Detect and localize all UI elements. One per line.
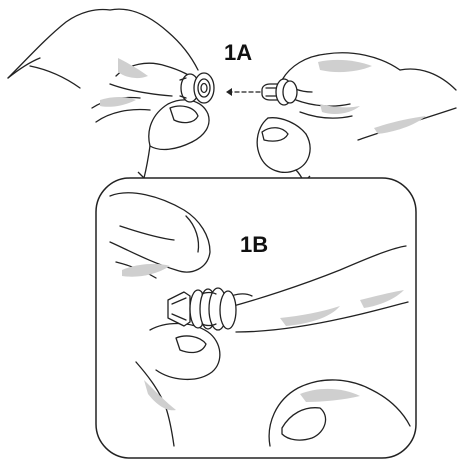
step-label-1b: 1B bbox=[240, 232, 268, 257]
step-1a-scene bbox=[8, 9, 456, 182]
pin-part bbox=[262, 79, 297, 105]
insert-arrow bbox=[226, 88, 260, 96]
detail-frame bbox=[96, 178, 416, 458]
left-hand bbox=[8, 9, 209, 178]
socket-part bbox=[180, 73, 214, 103]
right-hand bbox=[257, 53, 456, 182]
step-label-1a: 1A bbox=[224, 40, 252, 65]
assembled-part bbox=[168, 288, 236, 330]
step-1b-detail-box bbox=[96, 178, 416, 458]
